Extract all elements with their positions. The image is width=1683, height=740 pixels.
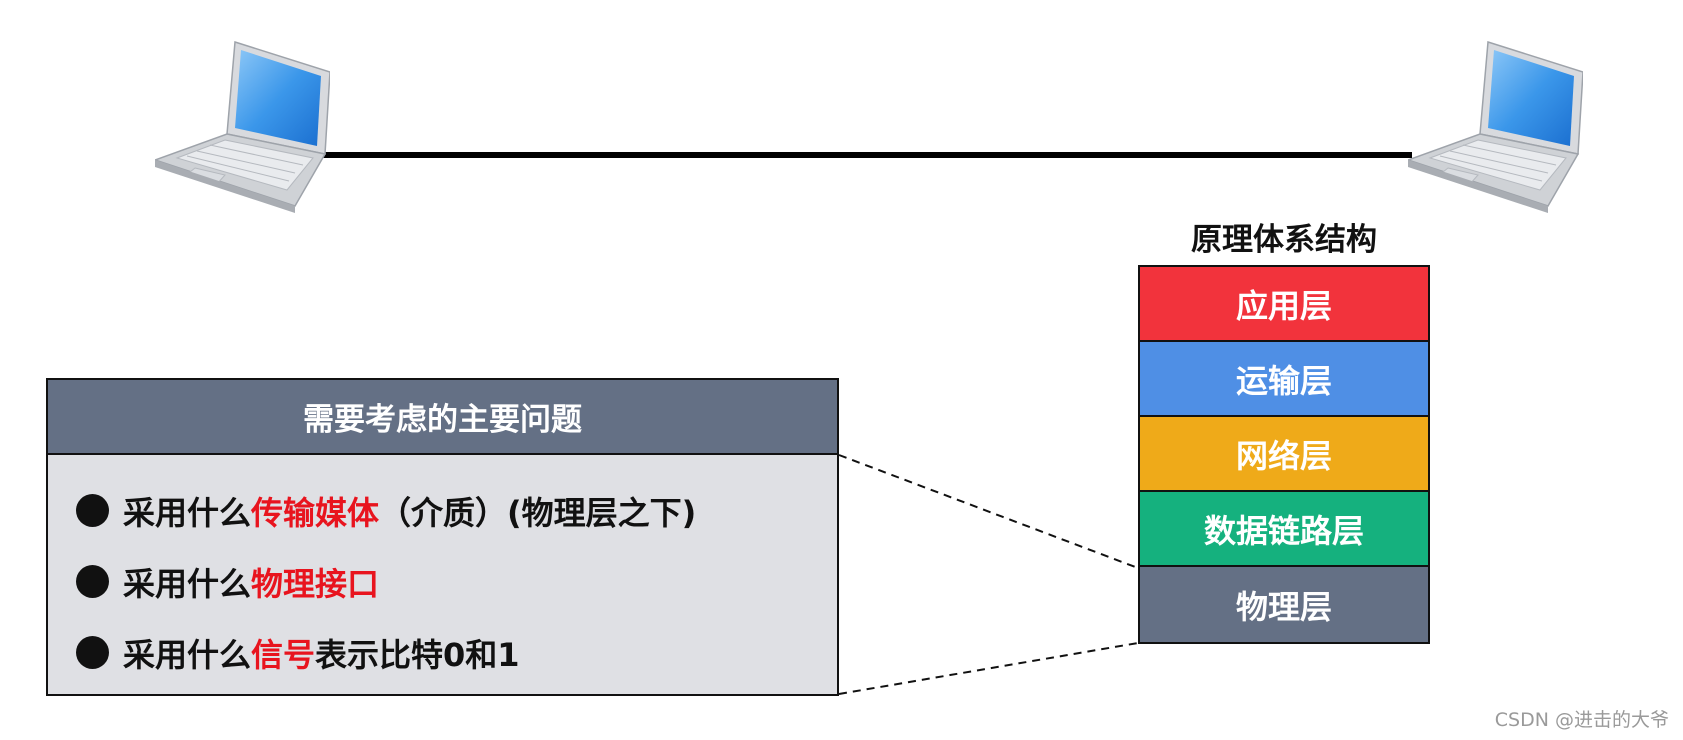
issue-prefix: 采用什么 xyxy=(123,635,252,674)
layer-application: 应用层 xyxy=(1140,267,1428,342)
zoom-dashed-line-top xyxy=(838,454,1139,569)
layer-data-link: 数据链路层 xyxy=(1140,492,1428,567)
issue-highlight: 物理接口 xyxy=(251,564,380,603)
zoom-dashed-line-bottom xyxy=(838,642,1139,695)
layer-stack: 应用层 运输层 网络层 数据链路层 物理层 xyxy=(1138,265,1430,644)
issue-item: 采用什么信号表示比特0和1 xyxy=(76,617,837,688)
issue-item: 采用什么传输媒体（介质）(物理层之下) xyxy=(76,475,837,546)
issue-prefix: 采用什么 xyxy=(123,564,252,603)
issues-panel-title: 需要考虑的主要问题 xyxy=(48,380,837,455)
laptop-icon-left xyxy=(155,41,330,213)
issue-item: 采用什么物理接口 xyxy=(76,546,837,617)
issue-suffix: （介质）(物理层之下) xyxy=(379,493,697,532)
issues-list: 采用什么传输媒体（介质）(物理层之下) 采用什么物理接口 采用什么信号表示比特0… xyxy=(48,455,837,688)
issues-panel: 需要考虑的主要问题 采用什么传输媒体（介质）(物理层之下) 采用什么物理接口 采… xyxy=(46,378,839,696)
layer-transport: 运输层 xyxy=(1140,342,1428,417)
issue-suffix: 表示比特0和1 xyxy=(315,635,520,674)
bullet-icon xyxy=(76,636,109,669)
issue-highlight: 信号 xyxy=(251,635,316,674)
issue-prefix: 采用什么 xyxy=(123,493,252,532)
architecture-title: 原理体系结构 xyxy=(1191,222,1377,258)
layer-network: 网络层 xyxy=(1140,417,1428,492)
watermark: CSDN @进击的大爷 xyxy=(1494,709,1669,731)
layer-physical: 物理层 xyxy=(1140,567,1428,642)
laptop-icon-right xyxy=(1408,41,1583,213)
bullet-icon xyxy=(76,565,109,598)
issue-highlight: 传输媒体 xyxy=(251,493,380,532)
bullet-icon xyxy=(76,494,109,527)
